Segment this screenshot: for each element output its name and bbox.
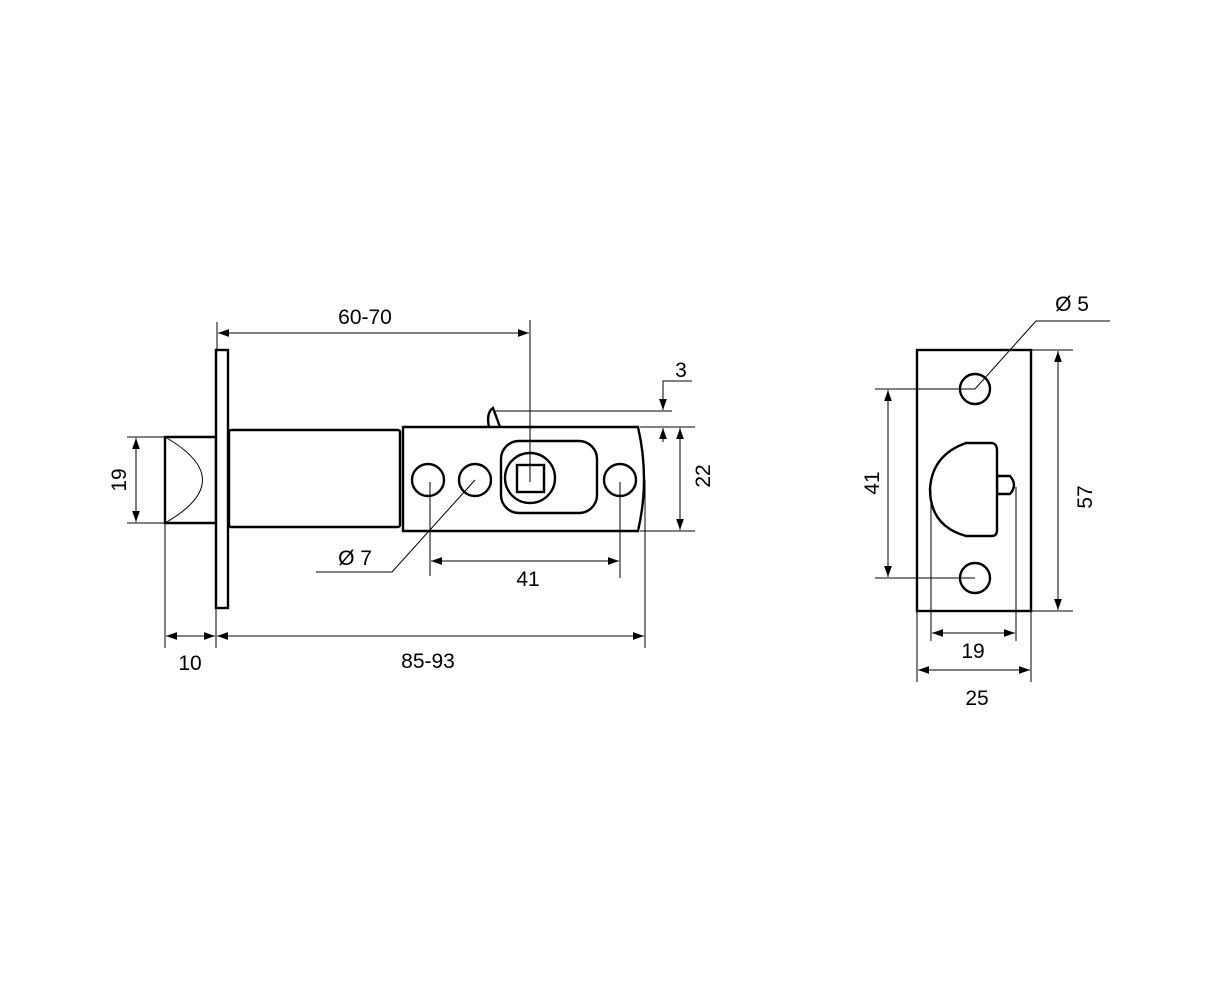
latch-bolt	[163, 435, 218, 525]
dim-label-strike-height: 57	[1074, 485, 1097, 508]
strike-opening	[928, 441, 999, 538]
bolt-bevel-curve	[164, 436, 203, 524]
dim-label-bolt-projection: 10	[178, 652, 201, 675]
dim-label-bolt-height: 19	[108, 468, 131, 491]
dim-label-hole-spacing: 41	[516, 568, 539, 591]
dim-label-strike-width: 25	[965, 687, 988, 710]
dim-label-strike-opening: 19	[961, 640, 984, 663]
dim-label-strike-hole-spacing: 41	[861, 471, 884, 494]
dim-label-hole-diameter: Ø 7	[338, 547, 372, 570]
dim-label-case-height: 22	[692, 464, 715, 487]
leader-strike-hole-diameter	[974, 320, 1110, 390]
dim-label-overall-length: 85-93	[401, 650, 455, 673]
latch-side-view: 60-70 3 22 19 Ø 7 41 10 85-93	[108, 306, 715, 675]
dim-label-tab: 3	[675, 359, 687, 382]
leader-hole-diameter	[316, 479, 476, 573]
strike-plate-view: 41 57 19 25 Ø 5	[861, 293, 1110, 710]
dim-label-backset: 60-70	[338, 306, 392, 329]
mounting-hole	[410, 462, 446, 498]
dim-label-strike-hole-diameter: Ø 5	[1055, 293, 1089, 316]
dim-line-tab	[659, 380, 692, 410]
strike-tab	[995, 474, 1016, 496]
faceplate	[214, 348, 230, 610]
latch-cylinder	[227, 428, 402, 529]
latch-tab	[486, 406, 502, 428]
